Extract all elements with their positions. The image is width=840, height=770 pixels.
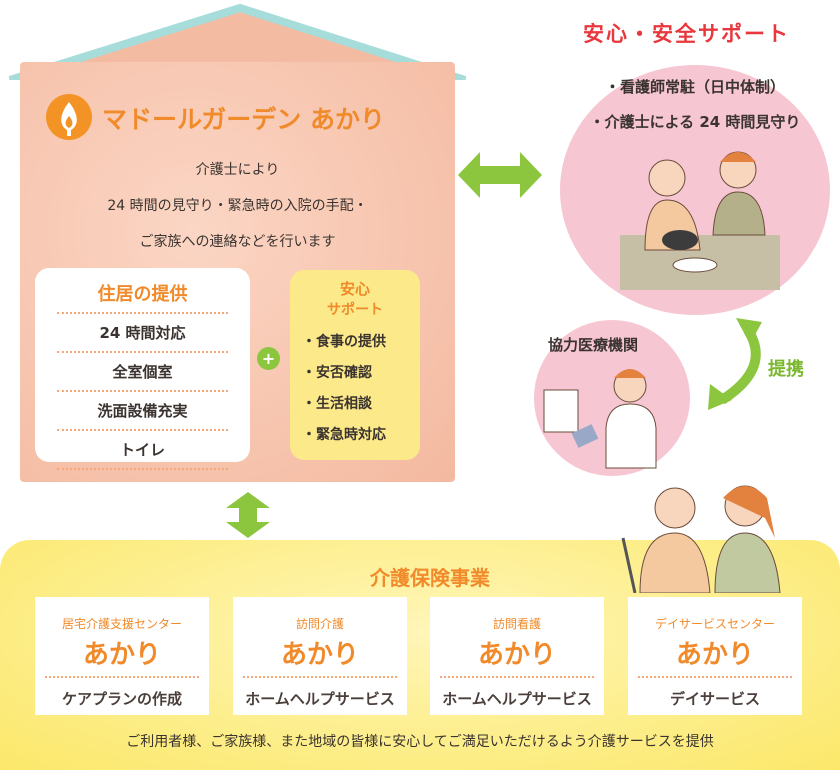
service-name: あかり (675, 640, 754, 670)
residence-item: トイレ (57, 431, 228, 470)
vertical-double-arrow-icon (226, 492, 270, 538)
horizontal-double-arrow-icon (458, 152, 542, 198)
care-illustration (621, 485, 781, 593)
insurance-title: 介護保険事業 (370, 566, 490, 590)
service-type: 訪問看護 (492, 617, 541, 631)
service-desc: ホームヘルプサービス (440, 676, 594, 709)
support-title: 安心 (339, 280, 370, 298)
service-card: デイサービスセンターあかりデイサービス (628, 597, 802, 715)
service-name: あかり (477, 640, 556, 670)
support-subtitle: サポート (327, 302, 383, 318)
service-card: 居宅介護支援センターあかりケアプランの作成 (35, 597, 209, 715)
support-item: ・緊急時対応 (302, 427, 386, 443)
house-description: 介護士により 24 時間の見守り・緊急時の入院の手配・ ご家族への連絡などを行い… (40, 152, 435, 260)
curved-double-arrow-icon (708, 318, 762, 410)
safety-item: ・看護師常駐（日中体制） (604, 78, 785, 96)
flame-logo-icon (46, 94, 92, 140)
residence-item: 全室個室 (57, 353, 228, 392)
safety-title: 安心・安全サポート (583, 22, 790, 46)
residence-box: 住居の提供 24 時間対応 全室個室 洗面設備充実 トイレ (35, 268, 250, 470)
service-desc: ホームヘルプサービス (243, 676, 397, 709)
service-card: 訪問介護あかりホームヘルプサービス (233, 597, 407, 715)
service-card: 訪問看護あかりホームヘルプサービス (430, 597, 604, 715)
plus-icon: + (257, 347, 280, 370)
service-type: 居宅介護支援センター (61, 617, 182, 631)
service-name: あかり (82, 640, 161, 670)
service-type: デイサービスセンター (654, 617, 775, 631)
desc-line: 介護士により (195, 162, 280, 178)
residence-item: 24 時間対応 (57, 314, 228, 353)
safety-list: ・看護師常駐（日中体制） ・介護士による 24 時間見守り (560, 70, 830, 140)
support-item: ・安否確認 (302, 365, 372, 381)
support-item: ・食事の提供 (302, 334, 386, 350)
residence-title: 住居の提供 (57, 280, 228, 314)
service-desc: デイサービス (638, 676, 792, 709)
safety-illustration (560, 65, 830, 315)
service-type: 訪問介護 (295, 617, 344, 631)
medical-label: 協力医療機関 (548, 336, 639, 354)
safety-item: ・介護士による 24 時間見守り (589, 113, 801, 131)
house-title: マドールガーデン あかり (102, 105, 385, 134)
service-desc: ケアプランの作成 (45, 676, 199, 709)
desc-line: ご家族への連絡などを行います (139, 234, 336, 250)
insurance-footer: ご利用者様、ご家族様、また地域の皆様に安心してご満足いただけるよう介護サービスを… (126, 734, 714, 750)
support-item: ・生活相談 (302, 396, 372, 412)
desc-line: 24 時間の見守り・緊急時の入院の手配・ (107, 198, 368, 214)
partner-label: 提携 (768, 359, 804, 380)
support-box: 安心 サポート ・食事の提供 ・安否確認 ・生活相談 ・緊急時対応 (290, 270, 420, 460)
residence-item: 洗面設備充実 (57, 392, 228, 431)
medical-illustration (534, 320, 690, 476)
service-name: あかり (280, 640, 359, 670)
